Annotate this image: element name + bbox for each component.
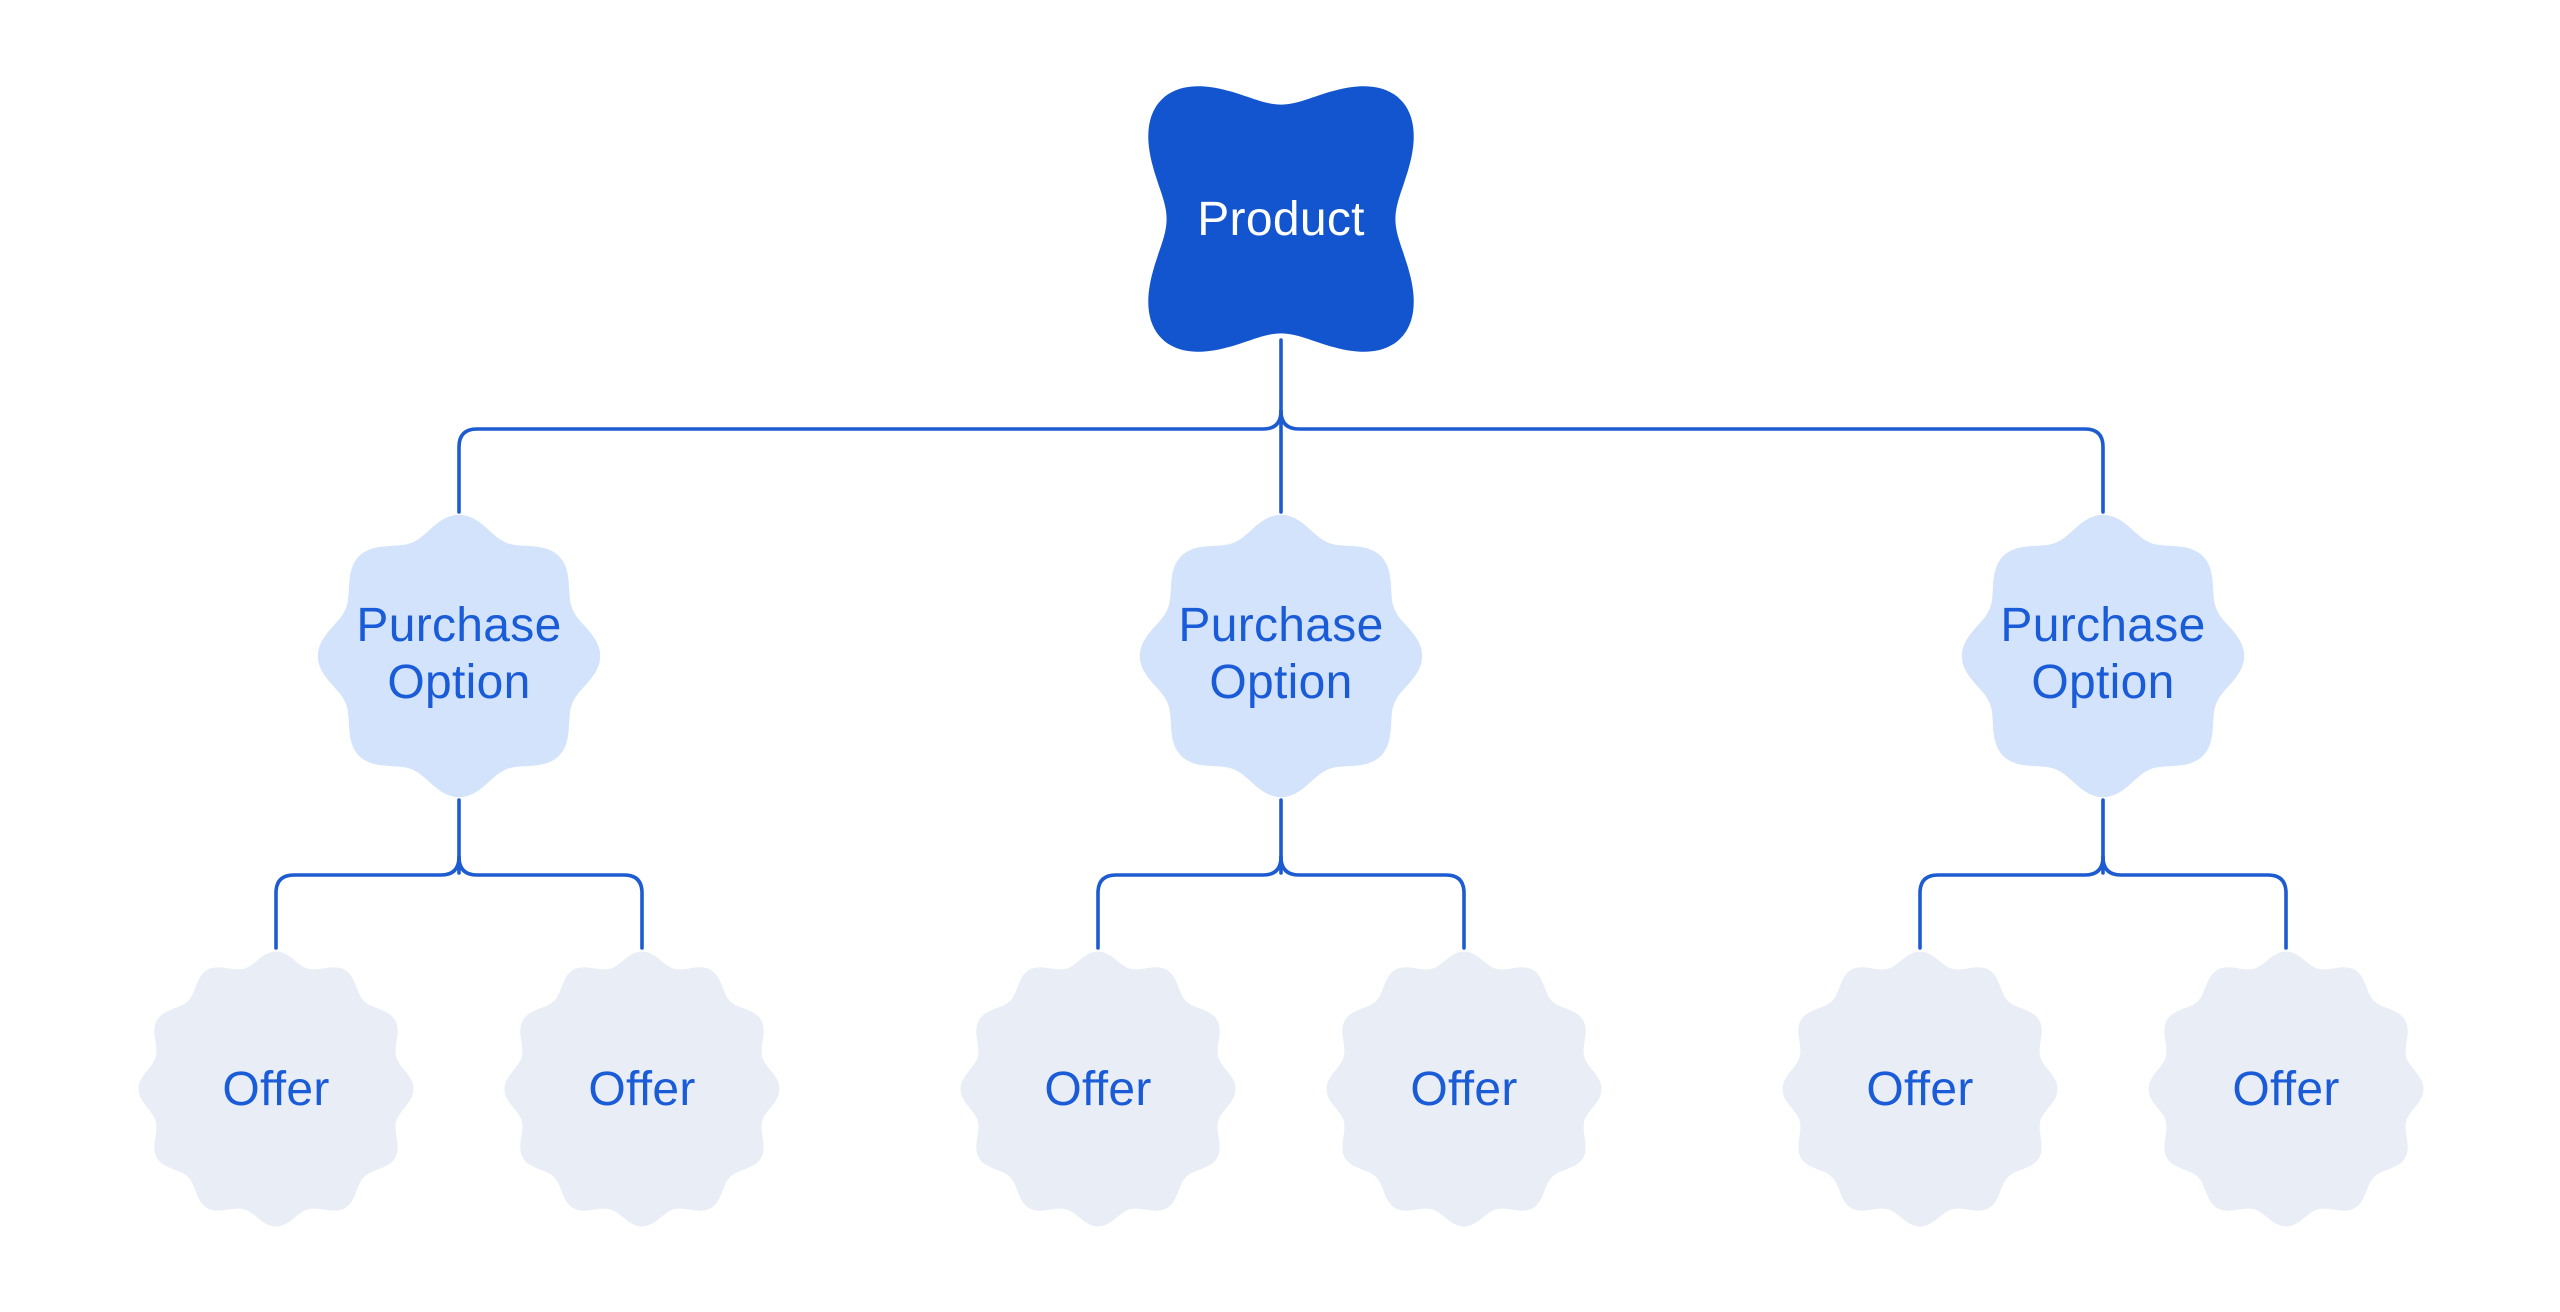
connector-purchase-option-1-to-offers	[274, 798, 644, 950]
connector-purchase-option-2-to-offers	[1096, 798, 1466, 950]
offer-node-2-shape	[504, 951, 780, 1227]
offer-node-1-shape	[138, 951, 414, 1227]
purchase-option-node-1-shape	[317, 514, 601, 798]
purchase-option-node-2-shape	[1139, 514, 1423, 798]
offer-node-3-shape	[960, 951, 1236, 1227]
offer-node-6-shape	[2148, 951, 2424, 1227]
connector-product-to-purchase-options	[457, 338, 2105, 514]
offer-node-5-shape	[1782, 951, 2058, 1227]
connector-purchase-option-3-to-offers	[1918, 798, 2288, 950]
purchase-option-node-3-shape	[1961, 514, 2245, 798]
offer-node-4-shape	[1326, 951, 1602, 1227]
product-node-shape	[1148, 86, 1414, 352]
